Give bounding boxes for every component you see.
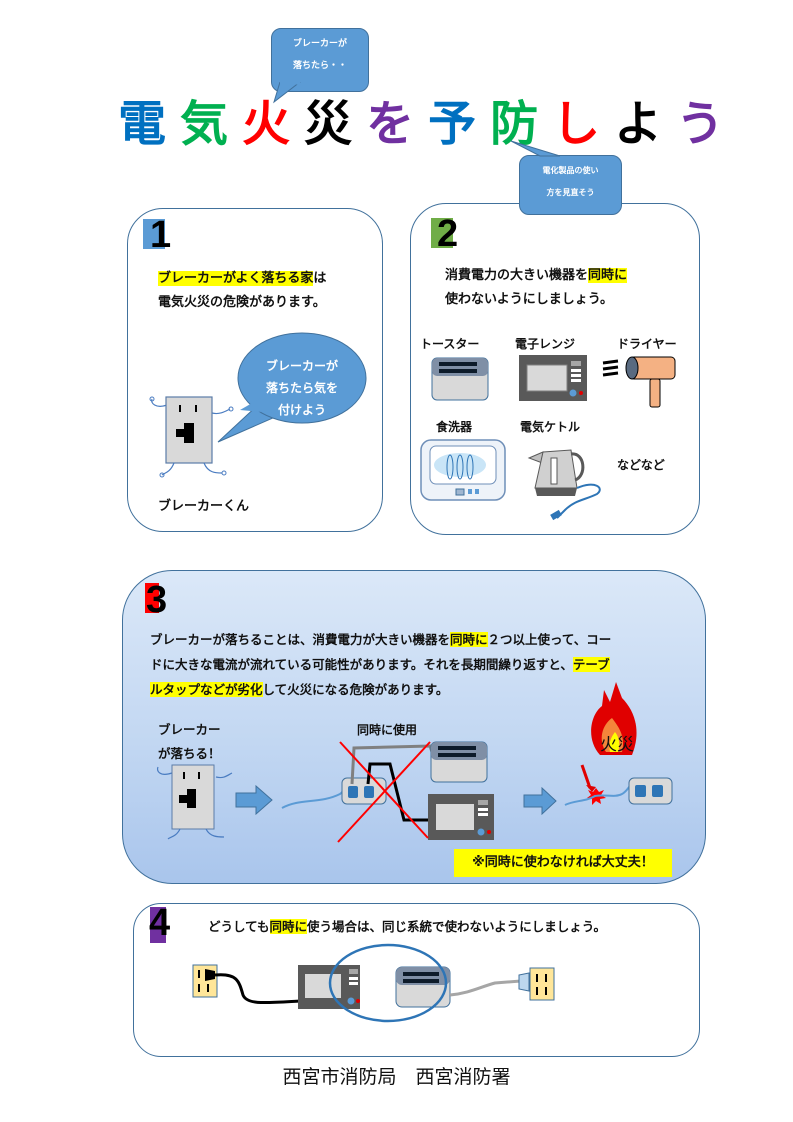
text: ２つ以上使って、コー xyxy=(487,632,612,647)
bubble-tail xyxy=(510,140,561,157)
arrow-right-icon xyxy=(523,787,557,815)
section-3-para-line2: ドに大きな電流が流れている可能性があります。それを長期間繰り返すと、テーブ xyxy=(150,651,610,678)
highlight: ブレーカーがよく落ちる家 xyxy=(158,271,314,286)
title-char: 電 xyxy=(118,96,167,152)
speech-bubble xyxy=(217,332,367,443)
title-char: し xyxy=(552,96,601,152)
character-name: ブレーカーくん xyxy=(158,499,250,514)
appliance-label-dryer: ドライヤー xyxy=(617,337,677,351)
section-1-text-line1: ブレーカーがよく落ちる家は xyxy=(158,265,326,292)
appliance-label-kettle: 電気ケトル xyxy=(520,420,581,434)
section-4-text: どうしても同時に使う場合は、同じ系統で使わないようにしましょう。 xyxy=(208,913,606,940)
fire-spark-illustration xyxy=(564,682,673,806)
toaster-icon xyxy=(431,357,489,401)
bubble-line: ブレーカーが xyxy=(292,39,347,49)
text: 使う場合は、同じ系統で使わないようにしましょう。 xyxy=(307,919,607,934)
title-char: 災 xyxy=(304,96,353,152)
fire-label: 火災 xyxy=(600,735,634,755)
section-2-text-line1: 消費電力の大きい機器を同時に xyxy=(445,262,628,289)
bubble-line: 方を見直そう xyxy=(546,188,595,197)
highlight: 同時に xyxy=(450,632,488,647)
appliance-label-toaster: トースター xyxy=(420,337,480,351)
speech-line: 落ちたら気を xyxy=(265,381,338,395)
electric-kettle-icon xyxy=(527,449,601,521)
text: どうしても xyxy=(208,919,270,934)
breaker-character-icon xyxy=(149,396,234,478)
separate-circuit-illustration xyxy=(192,943,555,1023)
section-1-text-line2: 電気火災の危険があります。 xyxy=(158,295,326,310)
etc-label: などなど xyxy=(617,458,665,472)
highlight: ルタップなどが劣化 xyxy=(150,682,263,697)
bubble-line: 落ちたら・・ xyxy=(292,61,347,71)
appliance-label-microwave: 電子レンジ xyxy=(515,337,576,351)
speech-line: 付けよう xyxy=(277,403,326,417)
text: は xyxy=(313,271,327,286)
section-4-number: 4 xyxy=(149,902,171,944)
bubble-line: 電化製品の使い xyxy=(542,166,599,175)
text: ブレーカーが落ちることは、消費電力が大きい機器を xyxy=(150,632,451,647)
section-2-text-line2: 使わないようにしましょう。 xyxy=(445,292,613,307)
simultaneous-use-label: 同時に使用 xyxy=(357,723,418,737)
header-right-speech-bubble: 電化製品の使い 方を見直そう xyxy=(519,155,622,215)
section-3-para-line3: ルタップなどが劣化して火災になる危険があります。 xyxy=(150,676,448,703)
section-3-number: 3 xyxy=(146,579,168,621)
section-4-badge xyxy=(150,907,166,943)
page-title: 電 気 火 災 を 予 防 し よ う xyxy=(118,92,724,156)
breaker-trip-label: ブレーカー が落ちる！ xyxy=(158,718,221,766)
header-speech-bubble: ブレーカーが 落ちたら・・ xyxy=(271,28,369,92)
breaker-character-icon xyxy=(156,764,233,840)
hair-dryer-icon xyxy=(602,356,676,408)
section-3-badge xyxy=(145,583,159,613)
speech-bubble-text: ブレーカーが 落ちたら気を 付けよう xyxy=(262,355,342,421)
section-1-number: 1 xyxy=(150,214,172,256)
title-char: を xyxy=(366,96,415,152)
arrow-right-icon xyxy=(235,785,273,815)
text: して火災になる危険があります。 xyxy=(262,682,449,697)
bubble-tail xyxy=(273,82,301,104)
highlight: 同時に xyxy=(588,268,628,283)
title-char: よ xyxy=(614,96,663,152)
dishwasher-icon xyxy=(420,439,506,501)
highlight: テーブ xyxy=(572,657,610,672)
footer-organization: 西宮市消防局 西宮消防署 xyxy=(282,1066,511,1088)
text: ドに大きな電流が流れている可能性があります。それを長期間繰り返すと、 xyxy=(150,657,573,672)
speech-line: ブレーカーが xyxy=(265,359,338,373)
appliance-label-dishwasher: 食洗器 xyxy=(436,420,473,434)
title-char: 気 xyxy=(180,96,229,152)
microwave-icon xyxy=(519,355,587,401)
section-1-badge xyxy=(143,219,165,249)
title-char: う xyxy=(676,96,725,152)
note-box: ※同時に使わなければ大丈夫！ xyxy=(454,849,672,877)
text: 消費電力の大きい機器を xyxy=(445,268,589,283)
overloaded-power-strip-illustration xyxy=(281,741,494,843)
section-2-badge xyxy=(431,218,453,248)
label-line: が落ちる！ xyxy=(158,746,221,761)
label-line: ブレーカー xyxy=(158,722,221,737)
section-2-number: 2 xyxy=(437,213,459,255)
title-char: 予 xyxy=(428,96,477,152)
title-char: 火 xyxy=(242,96,291,152)
section-3-para-line1: ブレーカーが落ちることは、消費電力が大きい機器を同時に２つ以上使って、コー xyxy=(150,626,611,653)
highlight: 同時に xyxy=(269,919,308,934)
